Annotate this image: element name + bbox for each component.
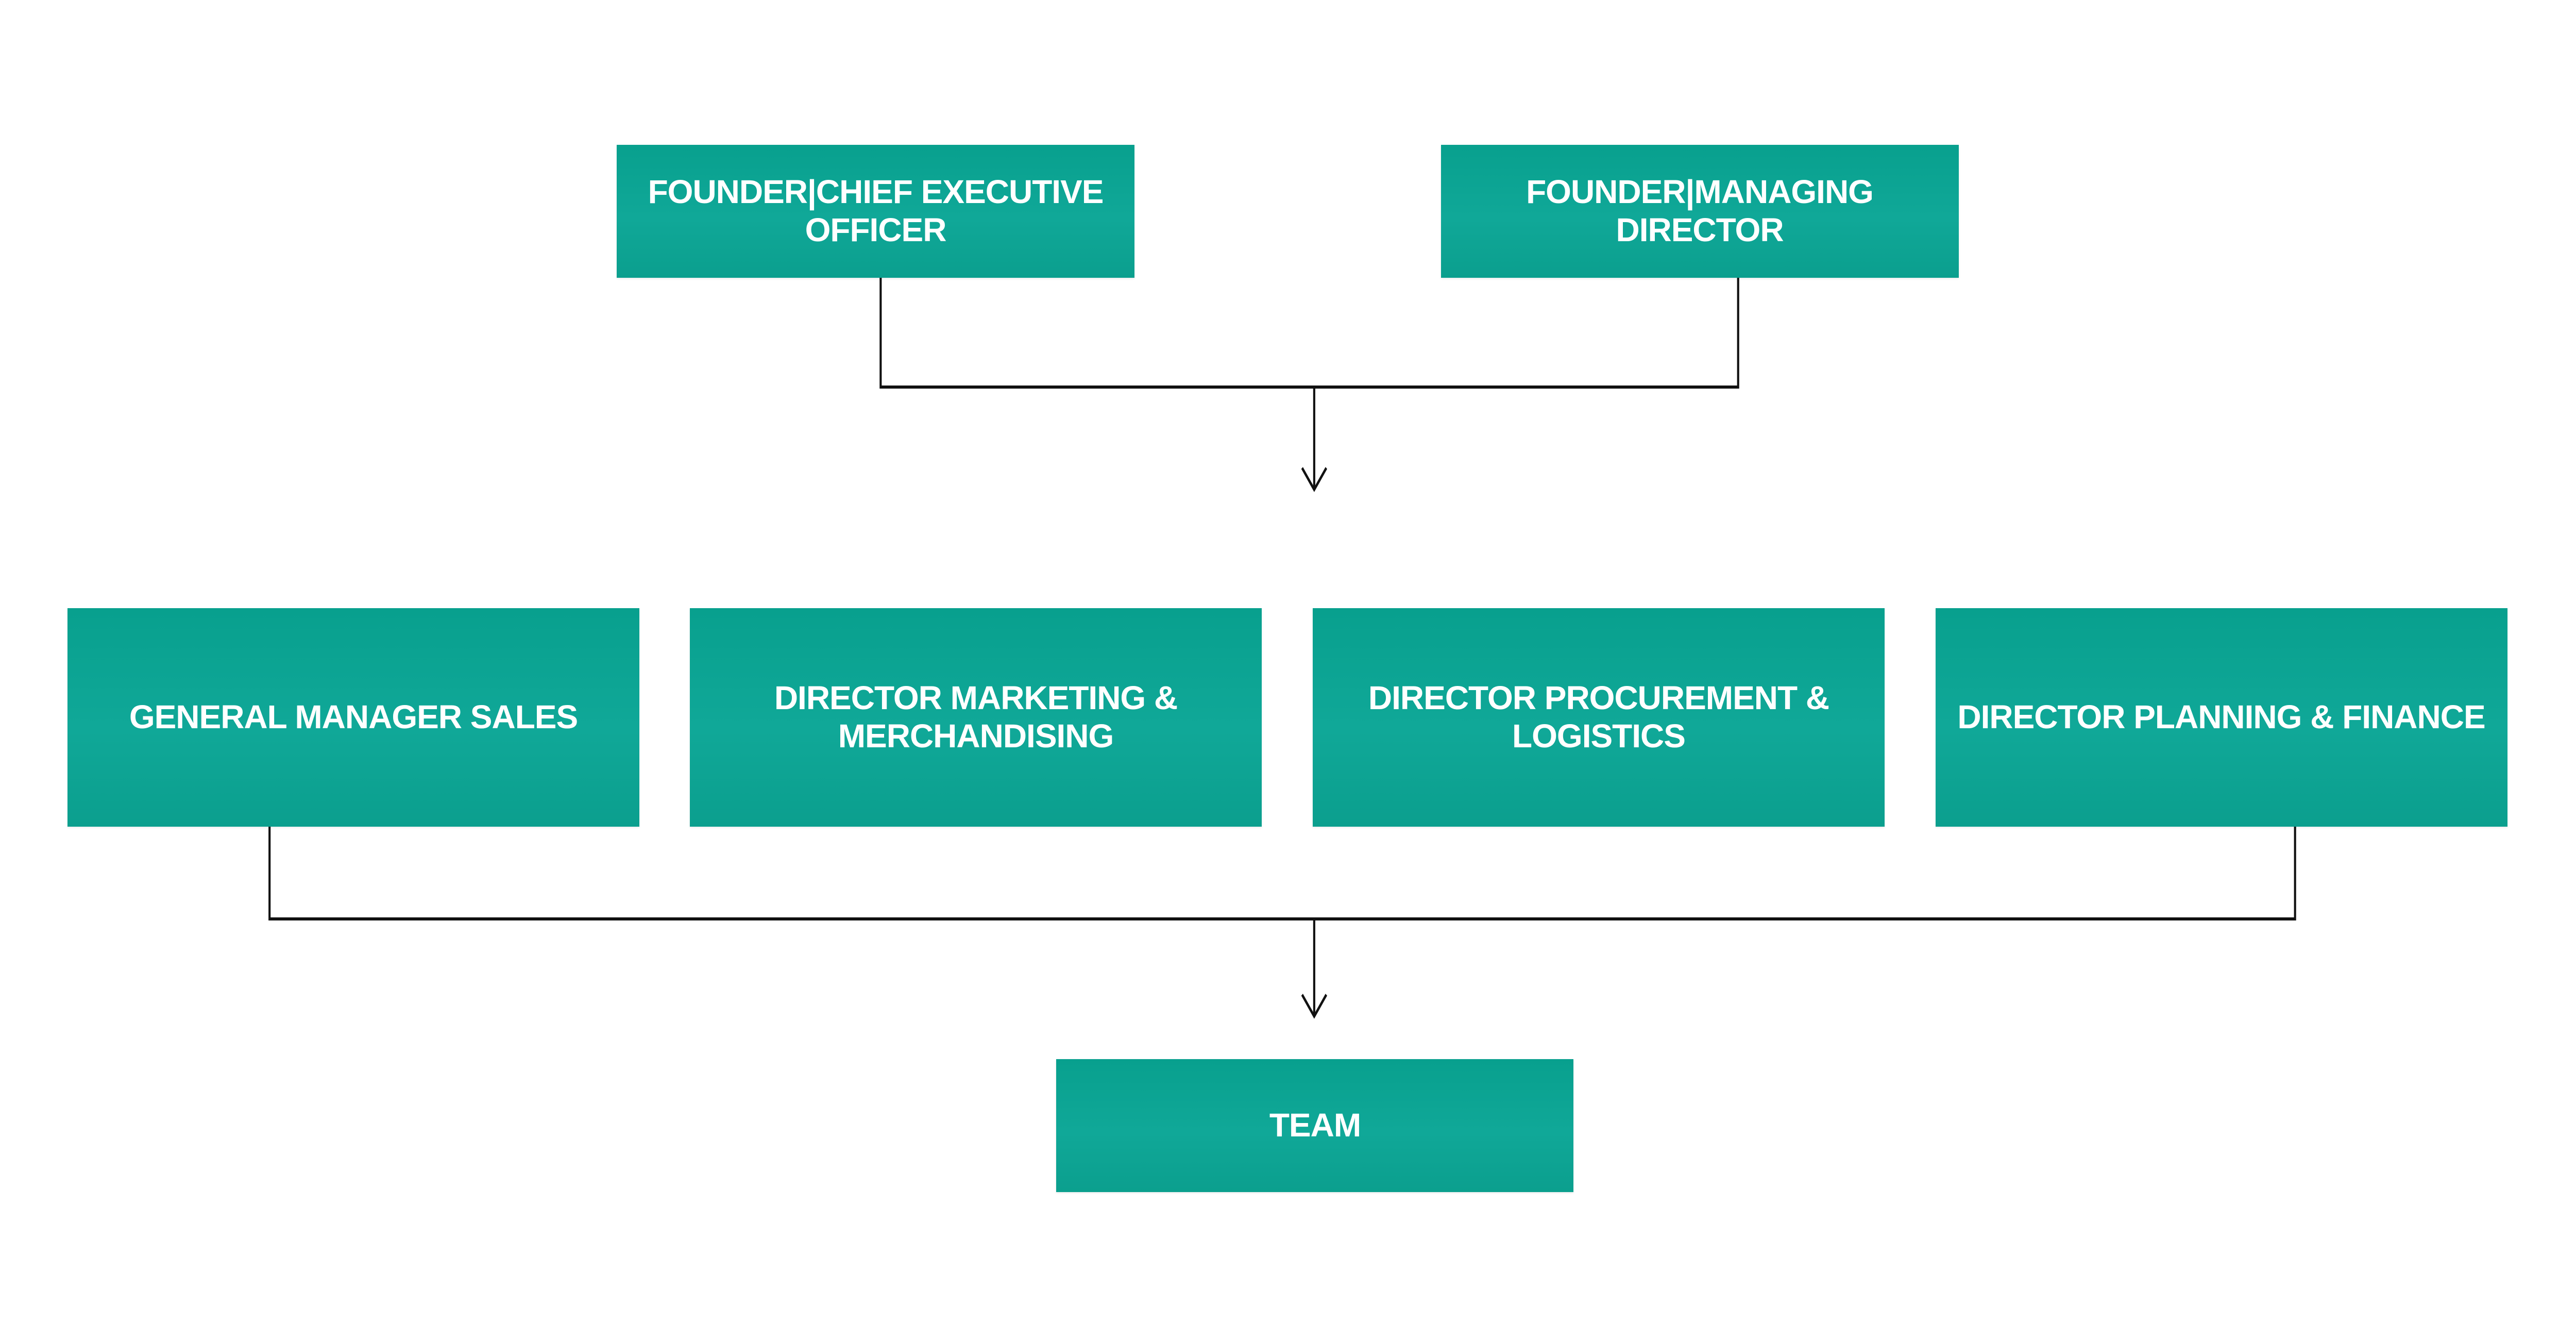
arrowhead-icon	[1301, 467, 1328, 492]
node-label: FOUNDER|MANAGING DIRECTOR	[1526, 173, 1874, 248]
arrowhead-icon	[1301, 994, 1328, 1019]
node-director-procurement: DIRECTOR PROCUREMENT & LOGISTICS	[1313, 608, 1885, 827]
connector-founders	[879, 278, 1739, 389]
node-director-marketing: DIRECTOR MARKETING & MERCHANDISING	[690, 608, 1262, 827]
node-label: GENERAL MANAGER SALES	[129, 698, 578, 736]
node-label: DIRECTOR PLANNING & FINANCE	[1957, 698, 2485, 736]
node-team: TEAM	[1056, 1059, 1574, 1192]
node-founder-ceo: FOUNDER|CHIEF EXECUTIVE OFFICER	[617, 145, 1134, 278]
node-founder-managing-director: FOUNDER|MANAGING DIRECTOR	[1440, 145, 1959, 278]
node-label: FOUNDER|CHIEF EXECUTIVE OFFICER	[648, 173, 1104, 248]
node-label: DIRECTOR PROCUREMENT & LOGISTICS	[1368, 679, 1829, 755]
node-label: TEAM	[1269, 1107, 1361, 1144]
node-general-manager-sales: GENERAL MANAGER SALES	[67, 608, 639, 827]
node-director-planning: DIRECTOR PLANNING & FINANCE	[1935, 608, 2507, 827]
node-label: DIRECTOR MARKETING & MERCHANDISING	[774, 679, 1178, 755]
connector-directors	[268, 827, 2296, 920]
